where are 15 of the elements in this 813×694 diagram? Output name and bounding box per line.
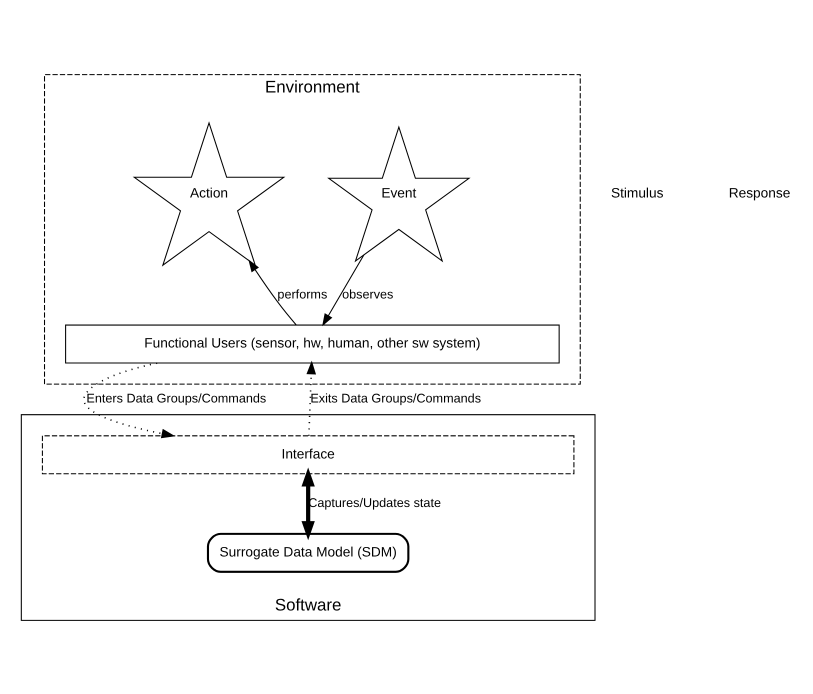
edge-label: Exits Data Groups/Commands bbox=[310, 391, 482, 406]
edge-label: Enters Data Groups/Commands bbox=[86, 391, 266, 406]
arrow bbox=[248, 258, 297, 325]
arrow bbox=[83, 362, 176, 438]
arrow bbox=[306, 360, 316, 436]
node-box: Surrogate Data Model (SDM) bbox=[206, 532, 410, 572]
arrow bbox=[302, 467, 315, 540]
edge-label: observes bbox=[342, 286, 394, 301]
node-box: Interface bbox=[42, 434, 574, 474]
label: Stimulus bbox=[610, 185, 664, 200]
node-box: Functional Users (sensor, hw, human, other sw system) bbox=[65, 324, 560, 364]
arrow bbox=[322, 254, 364, 326]
label: Response bbox=[728, 185, 790, 200]
edge-label: Captures/Updates state bbox=[308, 496, 442, 510]
edge-label: performs bbox=[277, 286, 328, 301]
